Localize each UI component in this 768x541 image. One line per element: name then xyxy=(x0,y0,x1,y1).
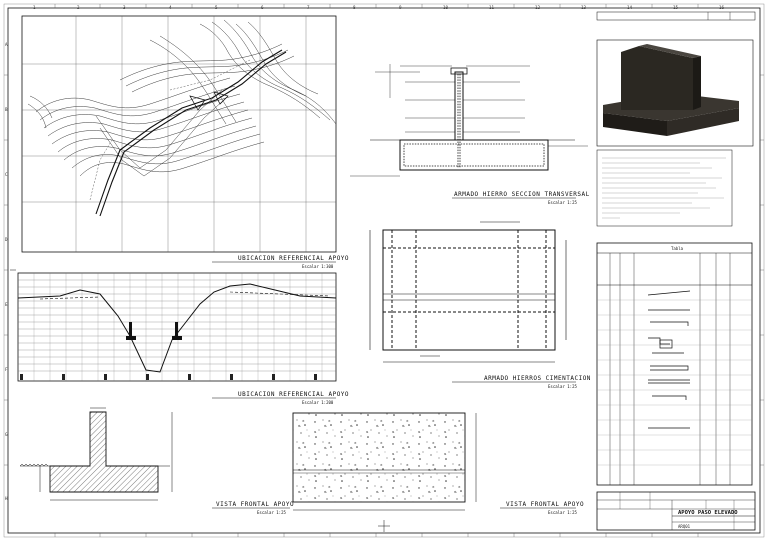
notes-lines xyxy=(602,157,726,219)
column-number: 2 xyxy=(77,5,80,10)
scale-site-plan: Escalar 1:300 xyxy=(302,264,334,269)
site-plan-view xyxy=(21,15,337,253)
column-ticks xyxy=(4,4,764,537)
column-number: 15 xyxy=(673,5,679,10)
row-letter: B xyxy=(5,107,8,112)
contour-lines xyxy=(27,19,337,177)
column-number: 8 xyxy=(353,5,356,10)
row-letter: A xyxy=(5,42,8,47)
column-number: 14 xyxy=(627,5,633,10)
caption-front-view-2: VISTA FRONTAL APOYO xyxy=(506,501,585,508)
foundation-rebar-view xyxy=(369,221,567,363)
isometric-render xyxy=(596,39,754,147)
front-view-1 xyxy=(19,407,173,501)
scale-front-view-1: Escalar 1:25 xyxy=(257,510,286,515)
column-number: 4 xyxy=(169,5,172,10)
notes-box xyxy=(596,149,733,227)
center-mark xyxy=(10,269,390,532)
row-letter: C xyxy=(5,172,8,177)
caption-profile: UBICACION REFERENCIAL APOYO xyxy=(238,391,350,398)
title-block xyxy=(596,491,756,531)
column-number: 13 xyxy=(581,5,587,10)
road-alignment xyxy=(95,49,287,217)
row-letter: E xyxy=(5,302,8,307)
scale-front-view-2: Escalar 1:25 xyxy=(548,510,577,515)
profile-view xyxy=(17,272,337,382)
row-letter: F xyxy=(5,367,8,372)
row-letter: H xyxy=(5,496,8,501)
column-number: 12 xyxy=(535,5,541,10)
caption-site-plan: UBICACION REFERENCIAL APOYO xyxy=(238,255,350,262)
scale-profile: Escalar 1:200 xyxy=(302,400,334,405)
row-letter: D xyxy=(5,237,8,242)
front-view-2 xyxy=(292,412,477,511)
schedule-table-header: Tabla xyxy=(671,246,684,251)
column-number: 10 xyxy=(443,5,449,10)
column-number: 1 xyxy=(33,5,36,10)
column-number: 11 xyxy=(489,5,495,10)
column-number: 16 xyxy=(719,5,725,10)
column-number: 5 xyxy=(215,5,218,10)
column-number: 9 xyxy=(399,5,402,10)
caption-section-rebar: ARMADO HIERRO SECCION TRANSVERSAL xyxy=(454,191,590,198)
scale-section-rebar: Escalar 1:25 xyxy=(548,200,577,205)
top-title-strip xyxy=(596,11,756,21)
caption-foundation-rebar: ARMADO HIERROS CIMENTACION xyxy=(484,375,591,382)
section-rebar-view xyxy=(350,64,588,177)
rebar-schedule-table xyxy=(596,242,753,486)
sheet-label: ARQ01 xyxy=(678,524,691,529)
scale-foundation-rebar: Escalar 1:25 xyxy=(548,384,577,389)
sheet-border xyxy=(3,3,765,538)
row-letter: G xyxy=(5,432,8,437)
column-number: 7 xyxy=(307,5,310,10)
column-number: 3 xyxy=(123,5,126,10)
column-number: 6 xyxy=(261,5,264,10)
caption-front-view-1: VISTA FRONTAL APOYO xyxy=(216,501,295,508)
project-title: APOYO PASO ELEVADO xyxy=(678,510,738,516)
